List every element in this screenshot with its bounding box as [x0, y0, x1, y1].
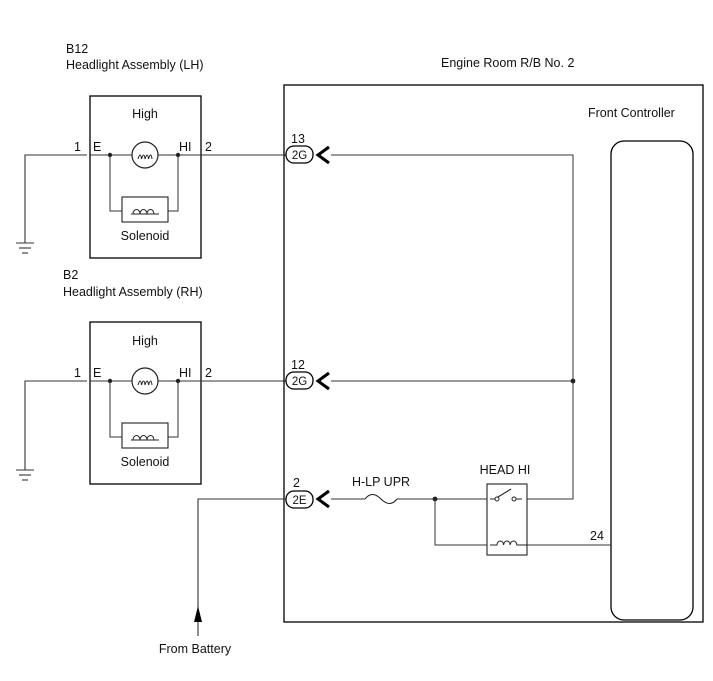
- solenoid-wire-left: [109, 381, 122, 438]
- headlight-assembly-rh: B2 Headlight Assembly (RH) High 1 E HI 2…: [16, 268, 287, 485]
- connector-code: 2E: [292, 495, 306, 507]
- terminal-e: E: [93, 366, 101, 380]
- headlight-assembly-lh: B12 Headlight Assembly (LH) High 1 E HI …: [16, 42, 287, 259]
- high-label: High: [132, 107, 158, 121]
- ground-symbol: [16, 242, 34, 254]
- relay-coil-icon: [490, 540, 527, 546]
- bulb-icon: [131, 367, 159, 395]
- relay-label: HEAD HI: [480, 463, 531, 477]
- solenoid-label: Solenoid: [121, 455, 170, 469]
- battery-feed: From Battery: [159, 498, 286, 656]
- solenoid-wire-right: [168, 381, 179, 438]
- pin-1: 1: [74, 366, 81, 380]
- arrow-up-icon: [194, 606, 202, 622]
- front-controller-box: [610, 140, 694, 621]
- front-controller-label: Front Controller: [588, 106, 675, 120]
- assembly-box: [89, 95, 202, 259]
- controller-pin-24: 24: [590, 529, 604, 543]
- engine-room-relay-block: Engine Room R/B No. 2 Front Controller 2…: [283, 56, 704, 623]
- junction-dot: [570, 378, 576, 384]
- solenoid-label: Solenoid: [121, 229, 170, 243]
- solenoid-wire-left: [109, 155, 122, 212]
- connector-pin: 12: [291, 358, 305, 372]
- pin-2: 2: [205, 366, 212, 380]
- fuse-label: H-LP UPR: [352, 475, 410, 489]
- connector-2g-12: 12 2G: [285, 358, 330, 391]
- solenoid-icon: [121, 196, 169, 223]
- connector-2e-2: 2 2E: [285, 476, 330, 509]
- assembly-name: Headlight Assembly (RH): [63, 285, 203, 299]
- solenoid-wire-right: [168, 155, 179, 212]
- ground-wire: [24, 154, 87, 243]
- assembly-name: Headlight Assembly (LH): [66, 58, 204, 72]
- pin-1: 1: [74, 140, 81, 154]
- connector-code: 2G: [292, 376, 307, 388]
- relay-box: [486, 483, 528, 556]
- assembly-code: B12: [66, 42, 88, 56]
- bulb-icon: [131, 141, 159, 169]
- assembly-box: [89, 321, 202, 485]
- connector-code: 2G: [292, 150, 307, 162]
- connector-2g-13: 13 2G: [285, 132, 330, 165]
- ground-wire: [24, 380, 87, 470]
- assembly-code: B2: [63, 268, 78, 282]
- battery-wire: [197, 498, 286, 622]
- relay-block-title: Engine Room R/B No. 2: [441, 56, 574, 70]
- bus-wire-hi: [331, 154, 574, 500]
- solenoid-icon: [121, 422, 169, 449]
- terminal-hi: HI: [179, 140, 192, 154]
- terminal-e: E: [93, 140, 101, 154]
- relay-block-box: [283, 84, 704, 623]
- pin-2: 2: [205, 140, 212, 154]
- high-label: High: [132, 334, 158, 348]
- coil-supply-wire: [434, 499, 490, 546]
- relay-switch-icon: [490, 488, 522, 502]
- from-battery-label: From Battery: [159, 642, 232, 656]
- terminal-hi: HI: [179, 366, 192, 380]
- ground-symbol: [16, 469, 34, 481]
- fuse-icon: [364, 493, 398, 505]
- connector-pin: 2: [293, 476, 300, 490]
- connector-pin: 13: [291, 132, 305, 146]
